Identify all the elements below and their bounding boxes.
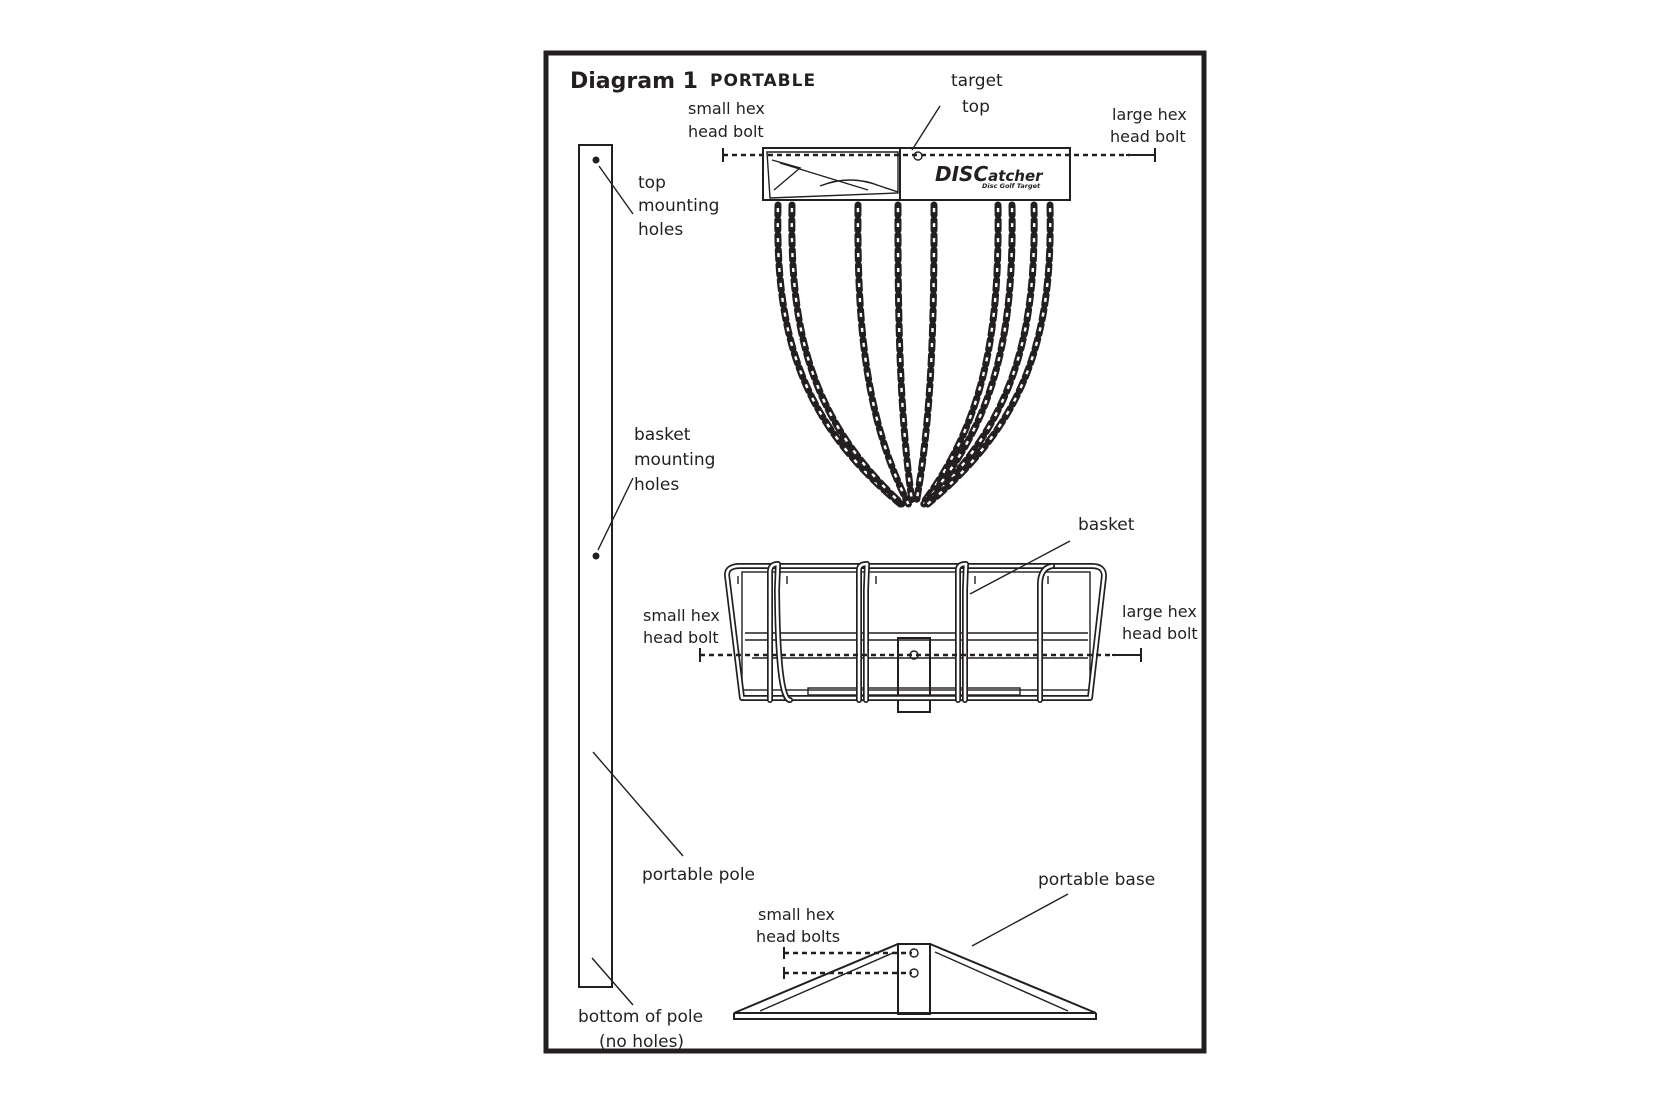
svg-text:head bolt: head bolt: [1122, 624, 1198, 643]
svg-text:small hex: small hex: [758, 905, 835, 924]
target-top: DISCatcher Disc Golf Target: [762, 147, 1071, 201]
svg-text:head bolt: head bolt: [643, 628, 719, 647]
svg-text:large hex: large hex: [1122, 602, 1197, 621]
svg-text:holes: holes: [638, 220, 683, 240]
svg-text:top: top: [962, 97, 990, 117]
basket-mounting-holes-label: basket mounting holes: [634, 425, 715, 495]
portable-base-label: portable base: [1038, 870, 1155, 890]
basket-small-bolt-label: small hex head bolt: [643, 606, 720, 647]
bottom-of-pole-label: bottom of pole (no holes): [578, 1007, 703, 1052]
svg-text:bottom of pole: bottom of pole: [578, 1007, 703, 1027]
svg-text:mounting: mounting: [634, 450, 715, 470]
top-mounting-holes-label: top mounting holes: [638, 173, 719, 240]
svg-text:mounting: mounting: [638, 196, 719, 216]
svg-text:head bolt: head bolt: [1110, 127, 1186, 146]
svg-text:target: target: [951, 71, 1003, 91]
portable-pole: [578, 144, 613, 988]
basket-large-bolt-label: large hex head bolt: [1122, 602, 1198, 643]
discatcher-logo: DISCatcher: [935, 162, 1044, 186]
target-top-label: target top: [951, 71, 1003, 117]
diagram-subtitle: PORTABLE: [710, 71, 816, 91]
svg-text:holes: holes: [634, 475, 679, 495]
basket: [724, 561, 1107, 713]
chain-strand: [924, 201, 1054, 508]
chain-strand: [894, 201, 916, 508]
diagram-frame: [543, 50, 1207, 1054]
top-large-bolt-label: large hex head bolt: [1110, 105, 1187, 146]
logo-tagline: Disc Golf Target: [982, 182, 1041, 190]
top-small-bolt-label: small hex head bolt: [688, 99, 765, 141]
chain-strand: [854, 201, 912, 508]
base-bolts-label: small hex head bolts: [756, 905, 840, 946]
portable-pole-label: portable pole: [642, 865, 755, 885]
chain-strand: [912, 201, 938, 508]
chain-strand: [921, 204, 1000, 505]
top-mounting-hole: [592, 156, 600, 164]
chain-strand: [774, 201, 904, 508]
basket-mounting-hole: [592, 552, 600, 560]
svg-text:small hex: small hex: [688, 99, 765, 118]
chain-assembly: [774, 201, 1054, 508]
diagram-title: Diagram 1: [570, 69, 698, 94]
portable-base: [733, 943, 1097, 1020]
svg-text:(no holes): (no holes): [599, 1032, 684, 1052]
svg-text:top: top: [638, 173, 666, 193]
svg-text:head bolt: head bolt: [688, 122, 764, 141]
svg-text:small hex: small hex: [643, 606, 720, 625]
chain-strand: [788, 201, 906, 508]
chain-strand: [920, 201, 1016, 508]
svg-text:basket: basket: [634, 425, 691, 445]
chain-strand: [922, 201, 1038, 508]
svg-text:large hex: large hex: [1112, 105, 1187, 124]
svg-text:head bolts: head bolts: [756, 927, 840, 946]
basket-label: basket: [1078, 515, 1135, 535]
